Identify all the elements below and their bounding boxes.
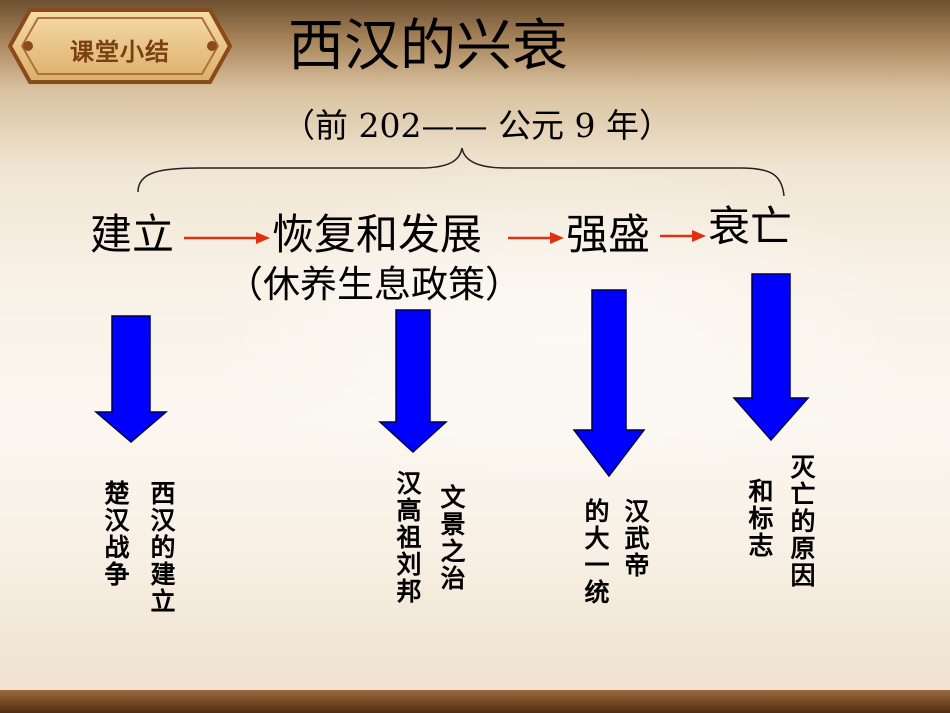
down-arrow-founding [93,315,169,443]
detail-decline-1: 灭亡的原因 [787,454,816,589]
detail-decline-2: 和标志 [745,478,774,559]
bottom-decorative-bar [0,690,950,713]
detail-founding-2: 楚汉战争 [101,480,130,588]
stage-peak: 强盛 [566,210,651,259]
badge-label: 课堂小结 [70,38,170,66]
detail-peak-2: 的大一统 [581,498,610,606]
grouping-brace [137,147,785,197]
stage-decline: 衰亡 [708,202,793,251]
detail-founding-1: 西汉的建立 [147,480,176,615]
badge-frame-icon [7,8,233,84]
stage-founding: 建立 [90,210,175,259]
connector-peak-decline [660,230,706,242]
page-title: 西汉的兴衰 [288,14,568,79]
detail-peak-1: 汉武帝 [621,498,650,579]
down-arrow-peak [572,289,646,478]
stage-recovery: 恢复和发展 [272,210,483,259]
detail-recovery-1: 文景之治 [437,484,466,592]
connector-recovery-peak [508,232,564,244]
down-arrow-recovery [378,309,448,454]
detail-recovery-2: 汉高祖刘邦 [393,470,422,605]
period-subtitle: （前 202—— 公元 9 年） [282,106,672,145]
connector-founding-recovery [184,232,270,244]
policy-note: （休养生息政策） [226,263,522,306]
down-arrow-decline [732,273,810,442]
summary-badge: 课堂小结 [4,4,236,88]
